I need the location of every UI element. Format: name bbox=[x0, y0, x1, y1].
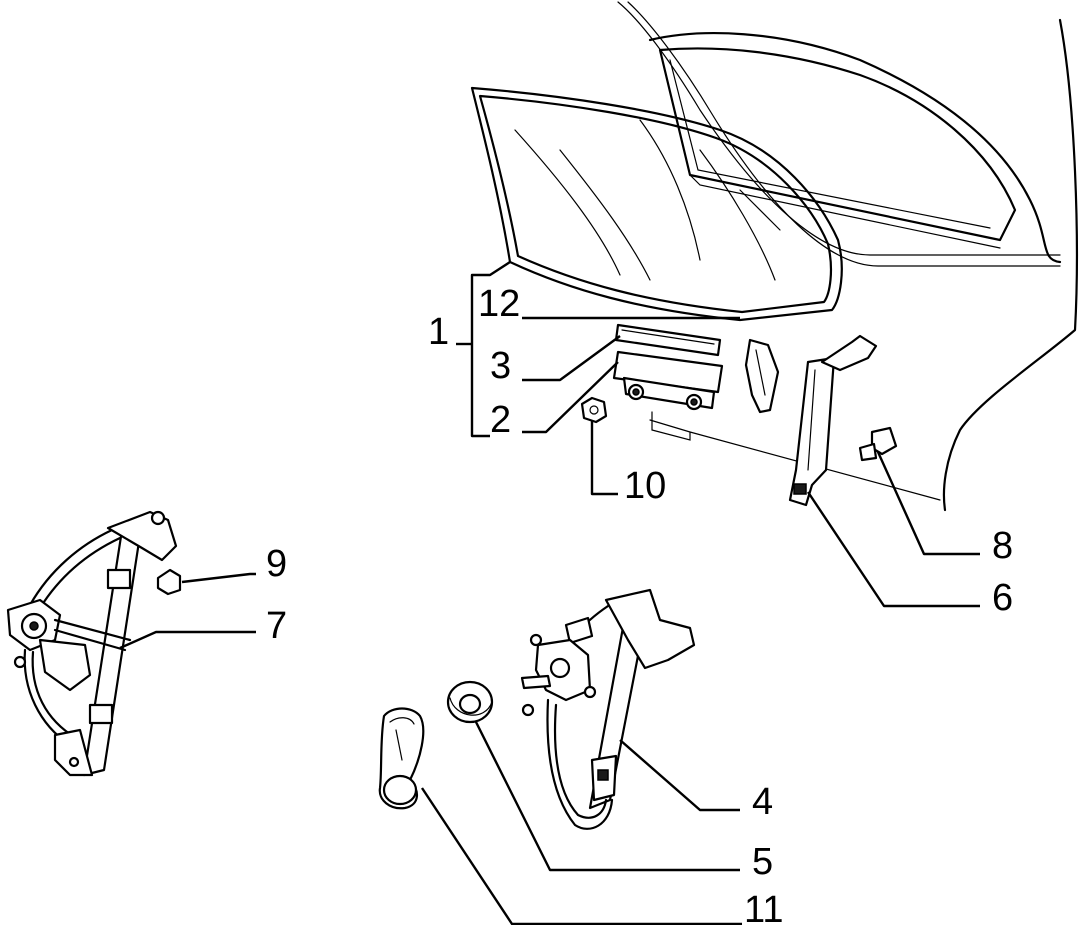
part-2-bracket bbox=[612, 350, 724, 411]
callout-2: 2 bbox=[490, 399, 511, 441]
callout-7: 7 bbox=[266, 605, 287, 647]
part-11-handle bbox=[378, 707, 425, 810]
callout-9: 9 bbox=[266, 543, 287, 585]
leader-lines bbox=[119, 260, 980, 925]
callout-11: 11 bbox=[744, 889, 783, 925]
part-6-guide-rail bbox=[788, 334, 878, 507]
callout-6: 6 bbox=[992, 577, 1013, 619]
callout-4: 4 bbox=[752, 781, 773, 823]
callout-3: 3 bbox=[490, 345, 511, 387]
part-9-clip bbox=[156, 568, 182, 596]
window-glass bbox=[470, 86, 843, 322]
glass-clip bbox=[744, 338, 780, 414]
callout-5: 5 bbox=[752, 841, 773, 883]
part-7-electric-regulator bbox=[6, 510, 178, 777]
part-4-manual-regulator bbox=[520, 588, 696, 830]
callout-8: 8 bbox=[992, 525, 1013, 567]
door-frame bbox=[617, 1, 1078, 512]
callout-10: 10 bbox=[624, 465, 666, 507]
part-8-bolt bbox=[858, 426, 898, 462]
callouts: 1 12 3 2 10 8 6 9 7 4 5 11 bbox=[266, 283, 1013, 925]
callout-12: 12 bbox=[478, 283, 520, 325]
part-5-escutcheon bbox=[446, 680, 494, 724]
callout-1: 1 bbox=[428, 311, 449, 353]
part-3-channel bbox=[614, 323, 722, 357]
part-10-nut bbox=[580, 396, 608, 424]
